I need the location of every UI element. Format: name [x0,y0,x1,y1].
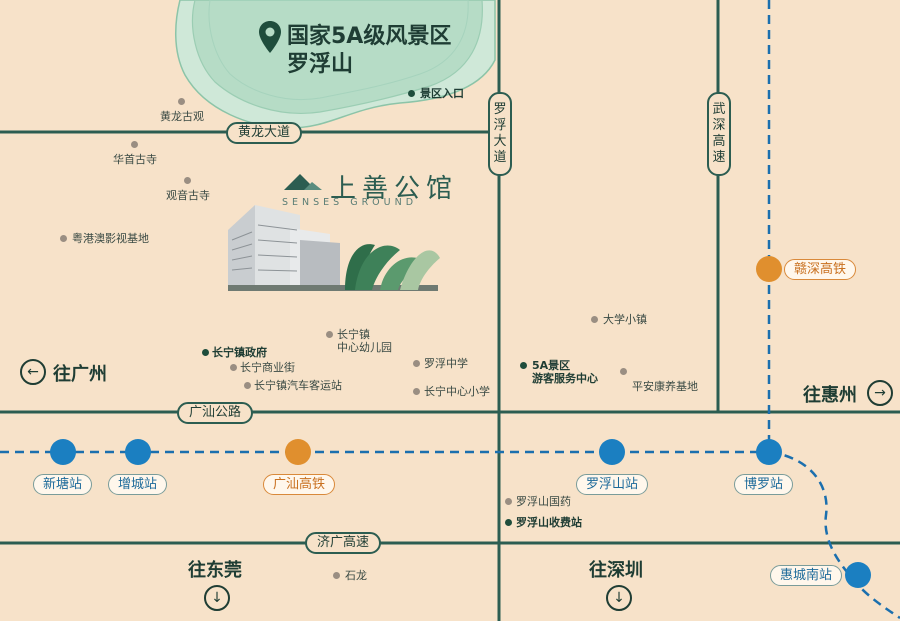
poi-health-base: 平安康养基地 [632,380,698,393]
poi-marker [184,177,191,184]
poi-marker [413,388,420,395]
poi-changning-bus: 长宁镇汽车客运站 [254,379,342,392]
station-marker-zengcheng [125,439,151,465]
poi-luofu-pharma: 罗浮山国药 [516,495,571,508]
brand-english-name: SENSES GROUND [282,197,418,208]
station-marker-ganshen-hsr [756,256,782,282]
poi-marker [620,368,627,375]
poi-service-center-line2: 游客服务中心 [532,372,598,385]
station-marker-xintang [50,439,76,465]
poi-shilong: 石龙 [345,569,367,582]
station-label-boluo: 博罗站 [734,474,794,495]
poi-marker [520,362,527,369]
brand-logo-mark [284,174,322,190]
station-label-zengcheng: 增城站 [108,474,168,495]
road-tag-wushen: 武深高速 [707,92,731,176]
poi-marker [413,360,420,367]
poi-changning-gov: 长宁镇政府 [212,346,267,359]
building-illustration [228,205,440,291]
road-tag-jiguang: 济广高速 [305,532,382,554]
poi-marker [60,235,67,242]
station-label-ganshen-hsr: 赣深高铁 [784,259,857,280]
poi-toll-station: 罗浮山收费站 [516,516,582,529]
station-label-luofushan: 罗浮山站 [576,474,649,495]
arrow-right-icon: → [867,380,893,406]
scenic-area-title: 国家5A级风景区 [287,24,452,49]
poi-huashou-temple: 华首古寺 [113,153,157,166]
poi-luofu-school: 罗浮中学 [424,357,468,370]
poi-marker [326,331,333,338]
station-label-guangshan-hsr: 广汕高铁 [263,474,336,495]
road-tag-guangshan: 广汕公路 [177,402,254,424]
road-tag-huanglong: 黄龙大道 [226,122,303,144]
direction-guangzhou: 往广州 [53,364,107,385]
station-marker-luofushan [599,439,625,465]
poi-marker [131,141,138,148]
location-pin-icon [258,20,282,54]
poi-marker [202,349,209,356]
station-label-huicheng-south: 惠城南站 [770,565,843,586]
poi-service-center-line1: 5A景区 [532,359,571,372]
station-marker-boluo [756,439,782,465]
brand-name: 上善公馆 [330,174,459,204]
poi-marker [244,382,251,389]
poi-changning-street: 长宁商业街 [240,361,295,374]
poi-university-town: 大学小镇 [603,313,647,326]
poi-film-base: 粤港澳影视基地 [72,232,149,245]
arrow-down-icon: ↓ [606,585,632,611]
road-tag-luofu: 罗浮大道 [488,92,512,176]
poi-guanyin-temple: 观音古寺 [166,189,210,202]
poi-marker [408,90,415,97]
poi-kindergarten-line1: 长宁镇 [337,328,370,341]
poi-marker [230,364,237,371]
poi-marker [178,98,185,105]
poi-marker [333,572,340,579]
direction-huizhou: 往惠州 [803,385,857,406]
poi-scenic-entrance: 景区入口 [420,87,464,100]
poi-marker [591,316,598,323]
arrow-left-icon: ← [20,359,46,385]
poi-marker [505,519,512,526]
poi-marker [505,498,512,505]
direction-shenzhen: 往深圳 [589,560,643,581]
poi-kindergarten-line2: 中心幼儿园 [337,341,392,354]
arrow-down-icon: ↓ [204,585,230,611]
poi-huanglong-temple: 黄龙古观 [160,110,204,123]
scenic-area-subtitle: 罗浮山 [287,52,354,77]
station-marker-huicheng-south [845,562,871,588]
poi-changning-primary: 长宁中心小学 [424,385,490,398]
direction-dongguan: 往东莞 [188,560,242,581]
station-marker-guangshan-hsr [285,439,311,465]
station-label-xintang: 新塘站 [33,474,93,495]
